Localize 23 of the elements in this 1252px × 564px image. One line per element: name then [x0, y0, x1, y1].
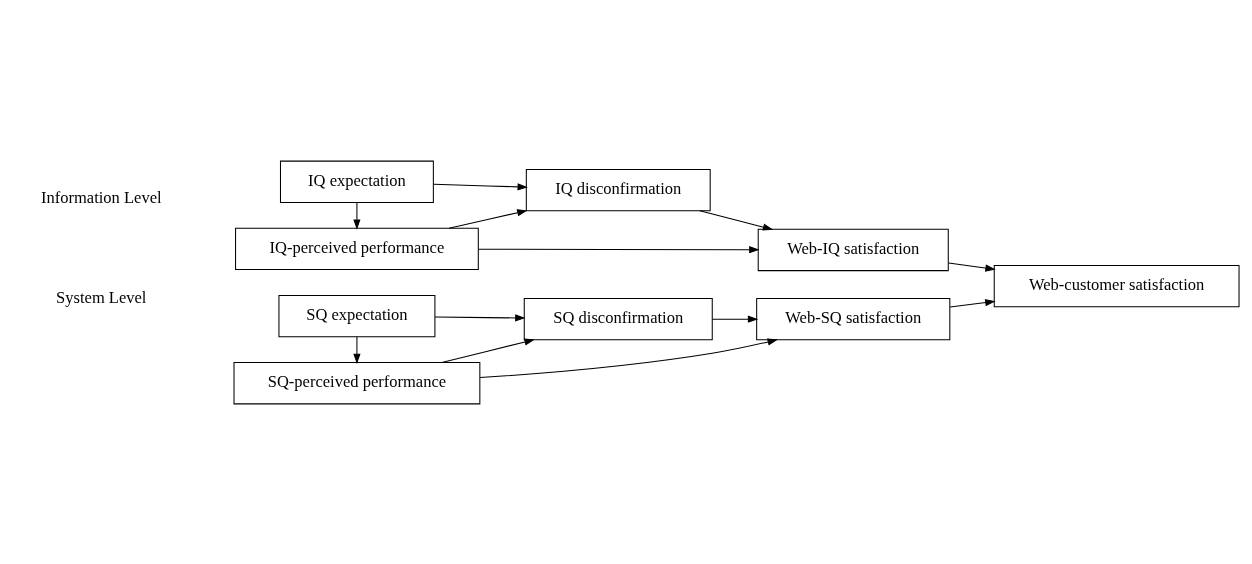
- node-box: SQ disconfirmation: [523, 297, 713, 340]
- node-box: Web-customer satisfaction: [993, 264, 1240, 307]
- arrow: [433, 182, 528, 190]
- arrow: [478, 245, 760, 253]
- node-box: Web-IQ satisfaction: [757, 228, 949, 271]
- arrow: [699, 209, 774, 231]
- arrow: [479, 337, 778, 378]
- node-box: SQ expectation: [278, 294, 436, 337]
- node-box: IQ disconfirmation: [525, 168, 711, 211]
- node-box: IQ expectation: [279, 160, 434, 203]
- node-box: SQ-perceived performance: [233, 361, 481, 404]
- arrow: [441, 338, 535, 363]
- arrow: [353, 201, 361, 230]
- node-box: Web-SQ satisfaction: [756, 297, 951, 340]
- arrow: [434, 313, 526, 322]
- arrow: [353, 335, 361, 364]
- arrow: [448, 208, 528, 229]
- arrow: [711, 315, 759, 323]
- label: Information Level: [40, 187, 162, 207]
- arrow: [948, 262, 996, 272]
- label: System Level: [56, 287, 147, 307]
- arrow: [949, 298, 996, 308]
- node-box: IQ-perceived performance: [235, 227, 479, 270]
